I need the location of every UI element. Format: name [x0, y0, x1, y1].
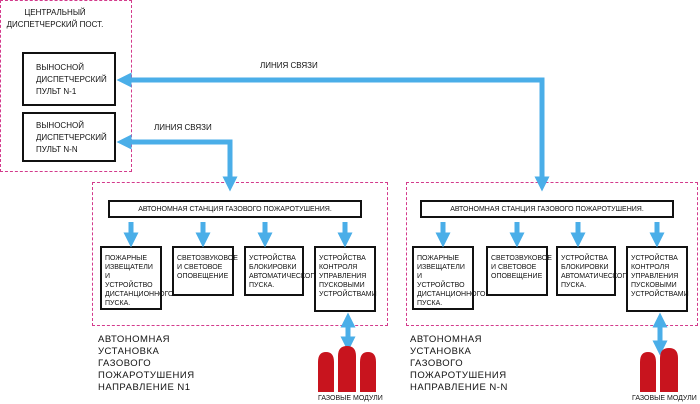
installation-n1-caption: АВТОНОМНАЯ УСТАНОВКА ГАЗОВОГО ПОЖАРОТУШЕ… — [98, 334, 195, 393]
station-n1-label: АВТОНОМНАЯ СТАНЦИЯ ГАЗОВОГО ПОЖАРОТУШЕНИ… — [138, 206, 332, 213]
gas-cylinder-icon — [318, 352, 334, 392]
device-nn-blocking[interactable]: УСТРОЙСТВА БЛОКИРОВКИ АВТОМАТИЧЕСКОГО ПУ… — [556, 246, 631, 296]
installation-nn-caption: АВТОНОМНАЯ УСТАНОВКА ГАЗОВОГО ПОЖАРОТУШЕ… — [410, 334, 508, 393]
device-n1-alarm[interactable]: СВЕТОЗВУКОВОЕ И СВЕТОВОЕ ОПОВЕЩЕНИЕ — [172, 246, 238, 296]
remote-panel-nn-label: ВЫНОСНОЙ ДИСПЕТЧЕРСКИЙ ПУЛЬТ N-N — [36, 121, 107, 154]
device-n1-control[interactable]: УСТРОЙСТВА КОНТРОЛЯ УПРАВЛЕНИЯ ПУСКОВЫМИ… — [314, 246, 377, 312]
station-nn[interactable]: АВТОНОМНАЯ СТАНЦИЯ ГАЗОВОГО ПОЖАРОТУШЕНИ… — [420, 200, 674, 218]
modules-nn-label: ГАЗОВЫЕ МОДУЛИ — [632, 395, 697, 402]
gas-cylinder-icon — [640, 352, 656, 392]
device-nn-control[interactable]: УСТРОЙСТВА КОНТРОЛЯ УПРАВЛЕНИЯ ПУСКОВЫМИ… — [626, 246, 689, 312]
installation-nn-frame — [406, 182, 698, 326]
station-n1[interactable]: АВТОНОМНАЯ СТАНЦИЯ ГАЗОВОГО ПОЖАРОТУШЕНИ… — [108, 200, 362, 218]
gas-cylinder-icon — [360, 352, 376, 392]
device-nn-detectors[interactable]: ПОЖАРНЫЕ ИЗВЕЩАТЕЛИ И УСТРОЙСТВО ДИСТАНЦ… — [412, 246, 485, 310]
modules-n1-label: ГАЗОВЫЕ МОДУЛИ — [318, 395, 383, 402]
link-line-top — [116, 72, 550, 192]
station-nn-label: АВТОНОМНАЯ СТАНЦИЯ ГАЗОВОГО ПОЖАРОТУШЕНИ… — [450, 206, 644, 213]
device-nn-alarm[interactable]: СВЕТОЗВУКОВОЕ И СВЕТОВОЕ ОПОВЕЩЕНИЕ — [486, 246, 552, 296]
remote-panel-n1-label: ВЫНОСНОЙ ДИСПЕТЧЕРСКИЙ ПУЛЬТ N-1 — [36, 63, 107, 96]
remote-panel-n1[interactable]: ВЫНОСНОЙ ДИСПЕТЧЕРСКИЙ ПУЛЬТ N-1 — [22, 52, 116, 106]
remote-panel-nn[interactable]: ВЫНОСНОЙ ДИСПЕТЧЕРСКИЙ ПУЛЬТ N-N — [22, 112, 116, 162]
link-label-top: ЛИНИЯ СВЯЗИ — [260, 61, 318, 70]
device-n1-blocking[interactable]: УСТРОЙСТВА БЛОКИРОВКИ АВТОМАТИЧЕСКОГО ПУ… — [244, 246, 319, 296]
link-line-bottom — [116, 134, 238, 192]
gas-cylinder-icon — [660, 348, 678, 392]
gas-cylinder-icon — [338, 346, 356, 392]
device-n1-detectors[interactable]: ПОЖАРНЫЕ ИЗВЕЩАТЕЛИ И УСТРОЙСТВО ДИСТАНЦ… — [100, 246, 173, 310]
central-post-title: ЦЕНТРАЛЬНЫЙ ДИСПЕТЧЕРСКИЙ ПОСТ. — [6, 8, 104, 29]
